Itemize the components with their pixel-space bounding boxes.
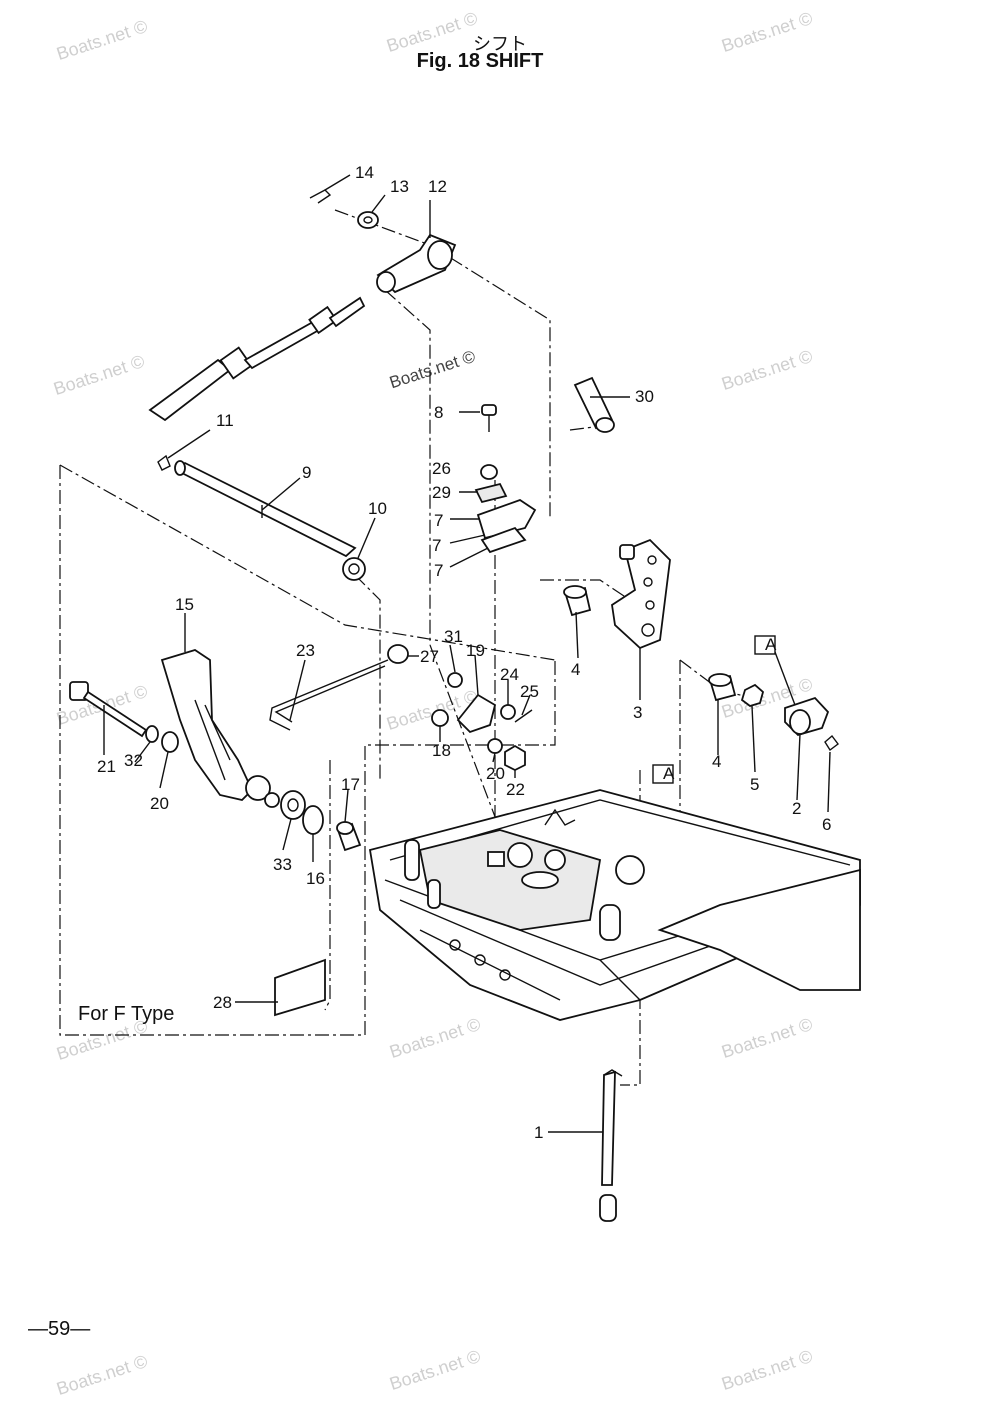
callout-label: 12 xyxy=(428,177,447,196)
callout-label: 20 xyxy=(486,764,505,783)
assembly-line xyxy=(334,209,551,520)
shift-arm-3 xyxy=(611,538,671,650)
callout-label: 5 xyxy=(750,775,759,794)
washer-31 xyxy=(447,672,463,688)
reference-marker-a xyxy=(652,764,674,784)
callout-label: 22 xyxy=(506,780,525,799)
nut-5 xyxy=(740,683,765,707)
assembly-line xyxy=(429,644,501,831)
cotter-pin-14 xyxy=(309,189,332,204)
callout-label: 33 xyxy=(273,855,292,874)
washer-24 xyxy=(500,704,516,720)
callout-label: 14 xyxy=(355,163,374,182)
callout-label: 13 xyxy=(390,177,409,196)
bottom-cowl-frame xyxy=(368,789,861,1021)
reference-marker-a xyxy=(754,635,776,655)
assembly-line xyxy=(59,464,556,661)
callout-label: 32 xyxy=(124,751,143,770)
callout-label: 18 xyxy=(432,741,451,760)
for-f-type-label: For F Type xyxy=(78,1003,175,1025)
figure-title: Fig. 18 SHIFT xyxy=(416,50,544,72)
assembly-line xyxy=(354,574,381,780)
washer-16 xyxy=(302,805,324,835)
title-japanese: シフト xyxy=(473,34,527,55)
assembly-line xyxy=(384,289,431,645)
callout-label: 9 xyxy=(302,463,311,482)
bushing-17 xyxy=(336,821,362,852)
washer-20 xyxy=(161,731,179,753)
bolt-8 xyxy=(481,404,497,432)
callout-label: 17 xyxy=(341,775,360,794)
callout-label: 23 xyxy=(296,641,315,660)
f-type-boundary xyxy=(59,465,556,1036)
callout-label: A xyxy=(663,764,675,783)
callout-label: 25 xyxy=(520,682,539,701)
callout-label: 4 xyxy=(571,660,580,679)
spring-plate-7 xyxy=(476,499,537,540)
callout-label: 2 xyxy=(792,799,801,818)
assembly-line xyxy=(324,760,331,1011)
plate-19 xyxy=(456,693,497,734)
callout-label: 11 xyxy=(216,411,234,430)
callout-label: 20 xyxy=(150,794,169,813)
pin-11 xyxy=(157,454,171,471)
pin-25 xyxy=(514,709,533,723)
connector-2 xyxy=(784,696,830,737)
callout-label: 24 xyxy=(500,665,519,684)
collar-26 xyxy=(480,464,498,480)
shift-lever-30 xyxy=(573,376,615,433)
callout-label: 21 xyxy=(97,757,116,776)
callout-label: A xyxy=(765,635,777,654)
washer-18 xyxy=(431,709,449,727)
callout-label: 29 xyxy=(432,483,451,502)
label-28 xyxy=(274,958,326,1017)
shift-rod-1 xyxy=(599,1069,623,1222)
callout-label: 4 xyxy=(712,752,721,771)
callout-label: 15 xyxy=(175,595,194,614)
callout-label: 31 xyxy=(444,627,463,646)
washer-20 xyxy=(487,738,503,754)
page-number: —59— xyxy=(28,1318,91,1340)
callout-label: 16 xyxy=(306,869,325,888)
washer-32 xyxy=(145,725,159,743)
callout-label: 7 xyxy=(434,561,443,580)
callout-label: 10 xyxy=(368,499,387,518)
shift-cable xyxy=(148,296,366,422)
callout-label: 7 xyxy=(434,511,443,530)
callout-label: 8 xyxy=(434,403,443,422)
callout-label: 7 xyxy=(432,536,441,555)
shift-joint-12 xyxy=(376,233,457,294)
bolt-21 xyxy=(69,681,148,738)
nut-22 xyxy=(504,744,526,772)
callout-label: 26 xyxy=(432,459,451,478)
callout-label: 6 xyxy=(822,815,831,834)
plate-29 xyxy=(474,482,508,504)
shift-bracket-15 xyxy=(160,649,280,808)
callout-label: 28 xyxy=(213,993,232,1012)
callout-label: 27 xyxy=(420,647,439,666)
callout-label: 1 xyxy=(534,1123,543,1142)
washer-10 xyxy=(342,557,366,581)
clip-6 xyxy=(824,734,839,752)
washer-27 xyxy=(387,644,409,664)
assembly-line xyxy=(540,579,631,601)
rod-23 xyxy=(269,659,389,731)
washer-33 xyxy=(280,790,306,820)
leader-lines xyxy=(103,174,831,1133)
callout-label: 19 xyxy=(466,641,485,660)
callout-label: 30 xyxy=(635,387,654,406)
washer-13 xyxy=(357,211,379,229)
callout-label: 3 xyxy=(633,703,642,722)
shift-shaft-9 xyxy=(174,460,357,558)
